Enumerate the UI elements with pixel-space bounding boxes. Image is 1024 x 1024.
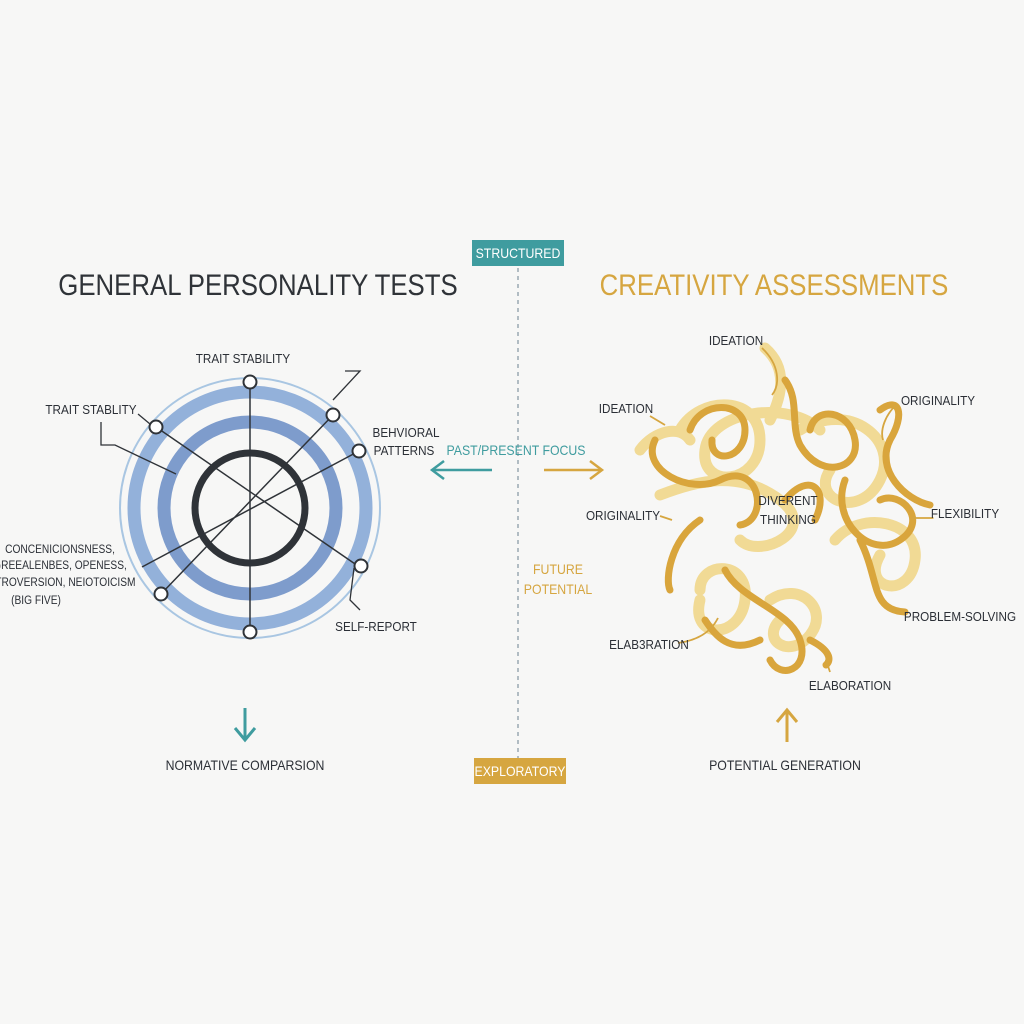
behavioral-patterns-line2: PATTERNS (374, 443, 435, 458)
divergent-thinking-line1: DIVERENT (758, 493, 818, 508)
arrow-up-icon (775, 707, 799, 742)
originality-right-label: ORIGINALITY (901, 393, 975, 408)
trait-stability-left-label: TRAIT STABLITY (45, 402, 136, 417)
flexibility-label: FLEXIBILITY (931, 506, 999, 521)
behavioral-patterns-line1: BEHVIORAL (373, 425, 440, 440)
trait-stability-top-label: TRAIT STABILITY (196, 351, 290, 366)
node-lower-right (353, 558, 369, 574)
future-potential-line2: POTENTIAL (524, 581, 592, 597)
arrow-right-icon (544, 460, 605, 480)
big-five-line2: GREEALENBES, OPENESS, (0, 559, 127, 572)
node-top (242, 374, 258, 390)
elaboration-bottom-label: ELABORATION (809, 678, 891, 693)
arrow-down-icon (233, 708, 257, 743)
node-bottom (242, 624, 258, 640)
divergent-thinking-tangle (634, 342, 934, 674)
left-title: GENERAL PERSONALITY TESTS (58, 268, 457, 301)
node-right (351, 443, 367, 459)
future-potential-line1: FUTURE (533, 561, 583, 577)
big-five-line1: CONCENICIONSNESS, (5, 543, 115, 556)
arrow-left-icon (429, 460, 492, 480)
big-five-line3: XTROVERSION, NEIOTOICISM (0, 576, 136, 589)
right-title: CREATIVITY ASSESSMENTS (600, 268, 949, 301)
problem-solving-label: PROBLEM-SOLVING (904, 609, 1016, 624)
originality-left-label: ORIGINALITY (586, 508, 660, 523)
normative-comparison-label: NORMATIVE COMPARSION (166, 757, 325, 773)
node-upper-right (325, 407, 341, 423)
past-present-focus-label: PAST/PRESENT FOCUS (446, 442, 585, 458)
structured-badge-text: STRUCTURED (476, 245, 561, 261)
personality-radial-chart (119, 374, 381, 640)
node-upper-left (148, 419, 164, 435)
structured-badge: STRUCTURED (472, 240, 564, 266)
self-report-label: SELF-REPORT (335, 619, 417, 634)
potential-generation-label: POTENTIAL GENERATION (709, 757, 861, 773)
exploratory-badge: EXPLORATORY (474, 758, 566, 784)
big-five-line4: (BIG FIVE) (11, 594, 61, 607)
exploratory-badge-text: EXPLORATORY (475, 763, 566, 779)
elaboration-left-label: ELAB3RATION (609, 637, 689, 652)
ideation-top-label: IDEATION (709, 333, 763, 348)
node-lower-left (153, 586, 169, 602)
divergent-thinking-line2: THINKING (760, 512, 816, 527)
ideation-left-label: IDEATION (599, 401, 653, 416)
